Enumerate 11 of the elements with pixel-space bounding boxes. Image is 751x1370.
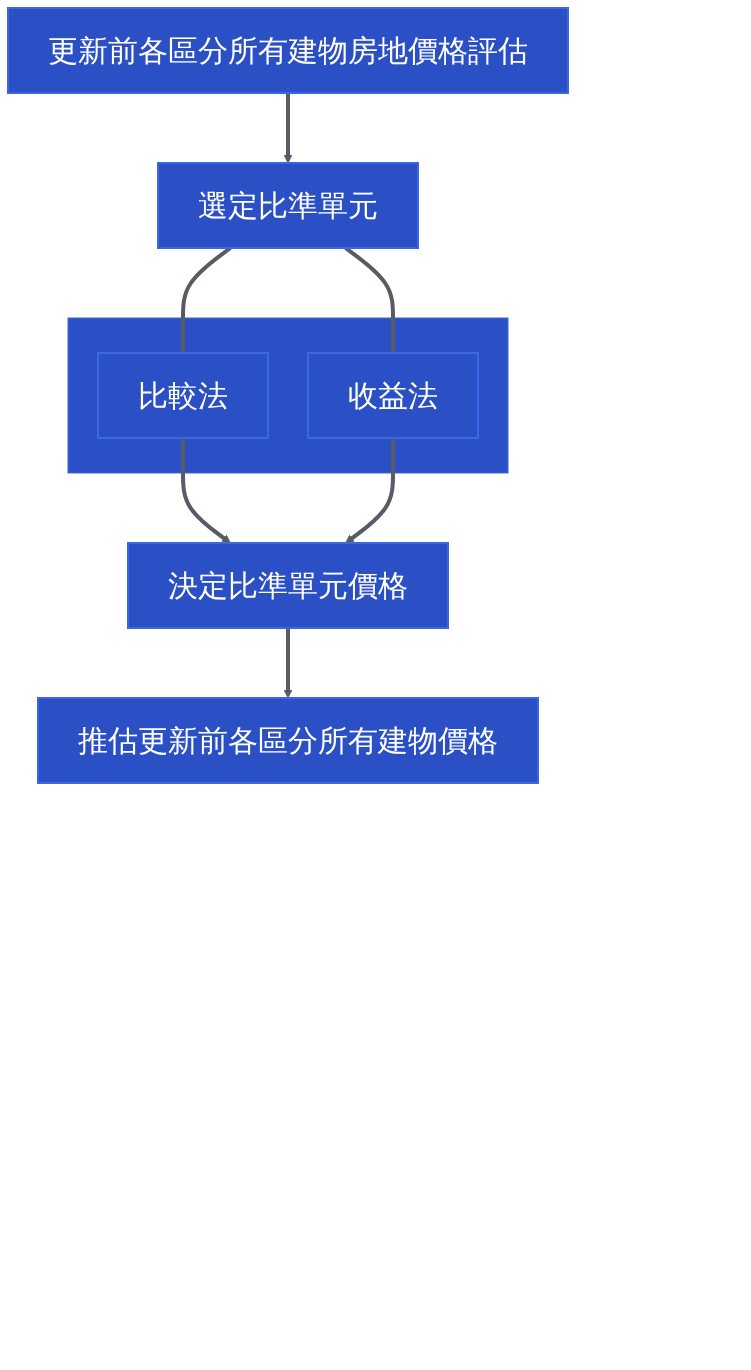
node-box: 選定比準單元 [157, 162, 419, 249]
node-box: 比較法 [97, 352, 269, 439]
arrow [283, 93, 293, 164]
node-box: 收益法 [307, 352, 479, 439]
node-box: 決定比準單元價格 [127, 542, 449, 629]
cluster [67, 317, 509, 474]
arrow [181, 438, 231, 544]
node-box: 推估更新前各區分所有建物價格 [37, 697, 539, 784]
arrow [345, 438, 395, 544]
node-box: 更新前各區分所有建物房地價格評估 [7, 7, 569, 94]
arrow [283, 628, 293, 699]
